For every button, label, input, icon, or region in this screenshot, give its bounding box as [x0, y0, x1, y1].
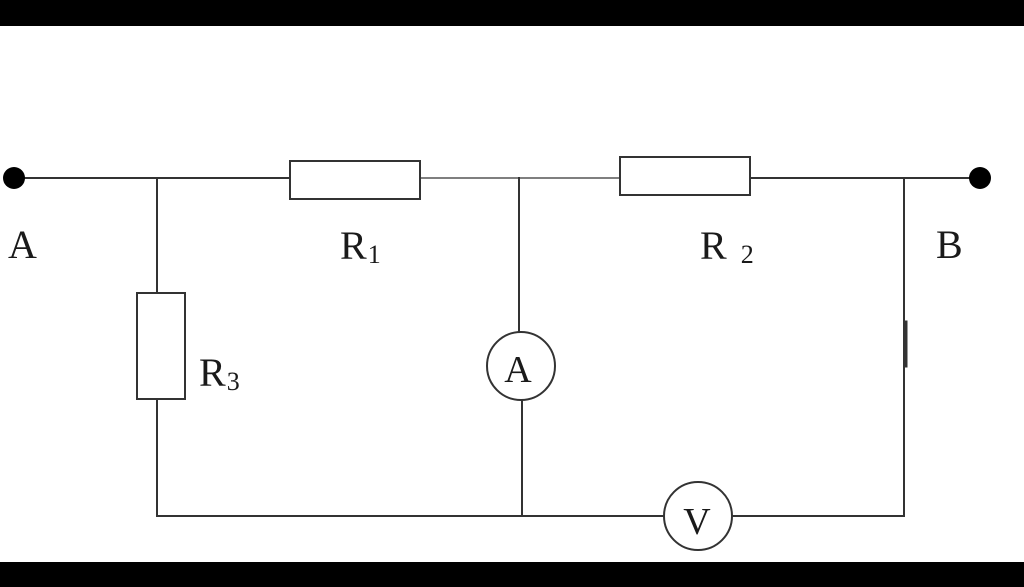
- r2-label-subscript: 2: [741, 240, 754, 269]
- ammeter-symbol: [486, 331, 556, 401]
- r2-label-main: R: [700, 223, 727, 268]
- terminal-b: [969, 167, 991, 189]
- node-a-label: A: [8, 222, 37, 267]
- terminal-a: [3, 167, 25, 189]
- r1-label-main: R: [340, 223, 367, 268]
- r3-label-main: R: [199, 350, 226, 395]
- voltmeter-symbol: [663, 481, 733, 551]
- resistor-r1: [289, 160, 421, 200]
- r3-label-subscript: 3: [227, 367, 240, 396]
- ammeter-label: A: [504, 349, 532, 391]
- r3-label: R3: [199, 350, 240, 396]
- voltmeter-label: V: [683, 501, 711, 543]
- r1-label: R1: [340, 223, 381, 269]
- resistor-r3: [136, 292, 186, 400]
- r1-label-subscript: 1: [368, 240, 381, 269]
- resistor-r2: [619, 156, 751, 196]
- node-b-label: B: [936, 222, 963, 267]
